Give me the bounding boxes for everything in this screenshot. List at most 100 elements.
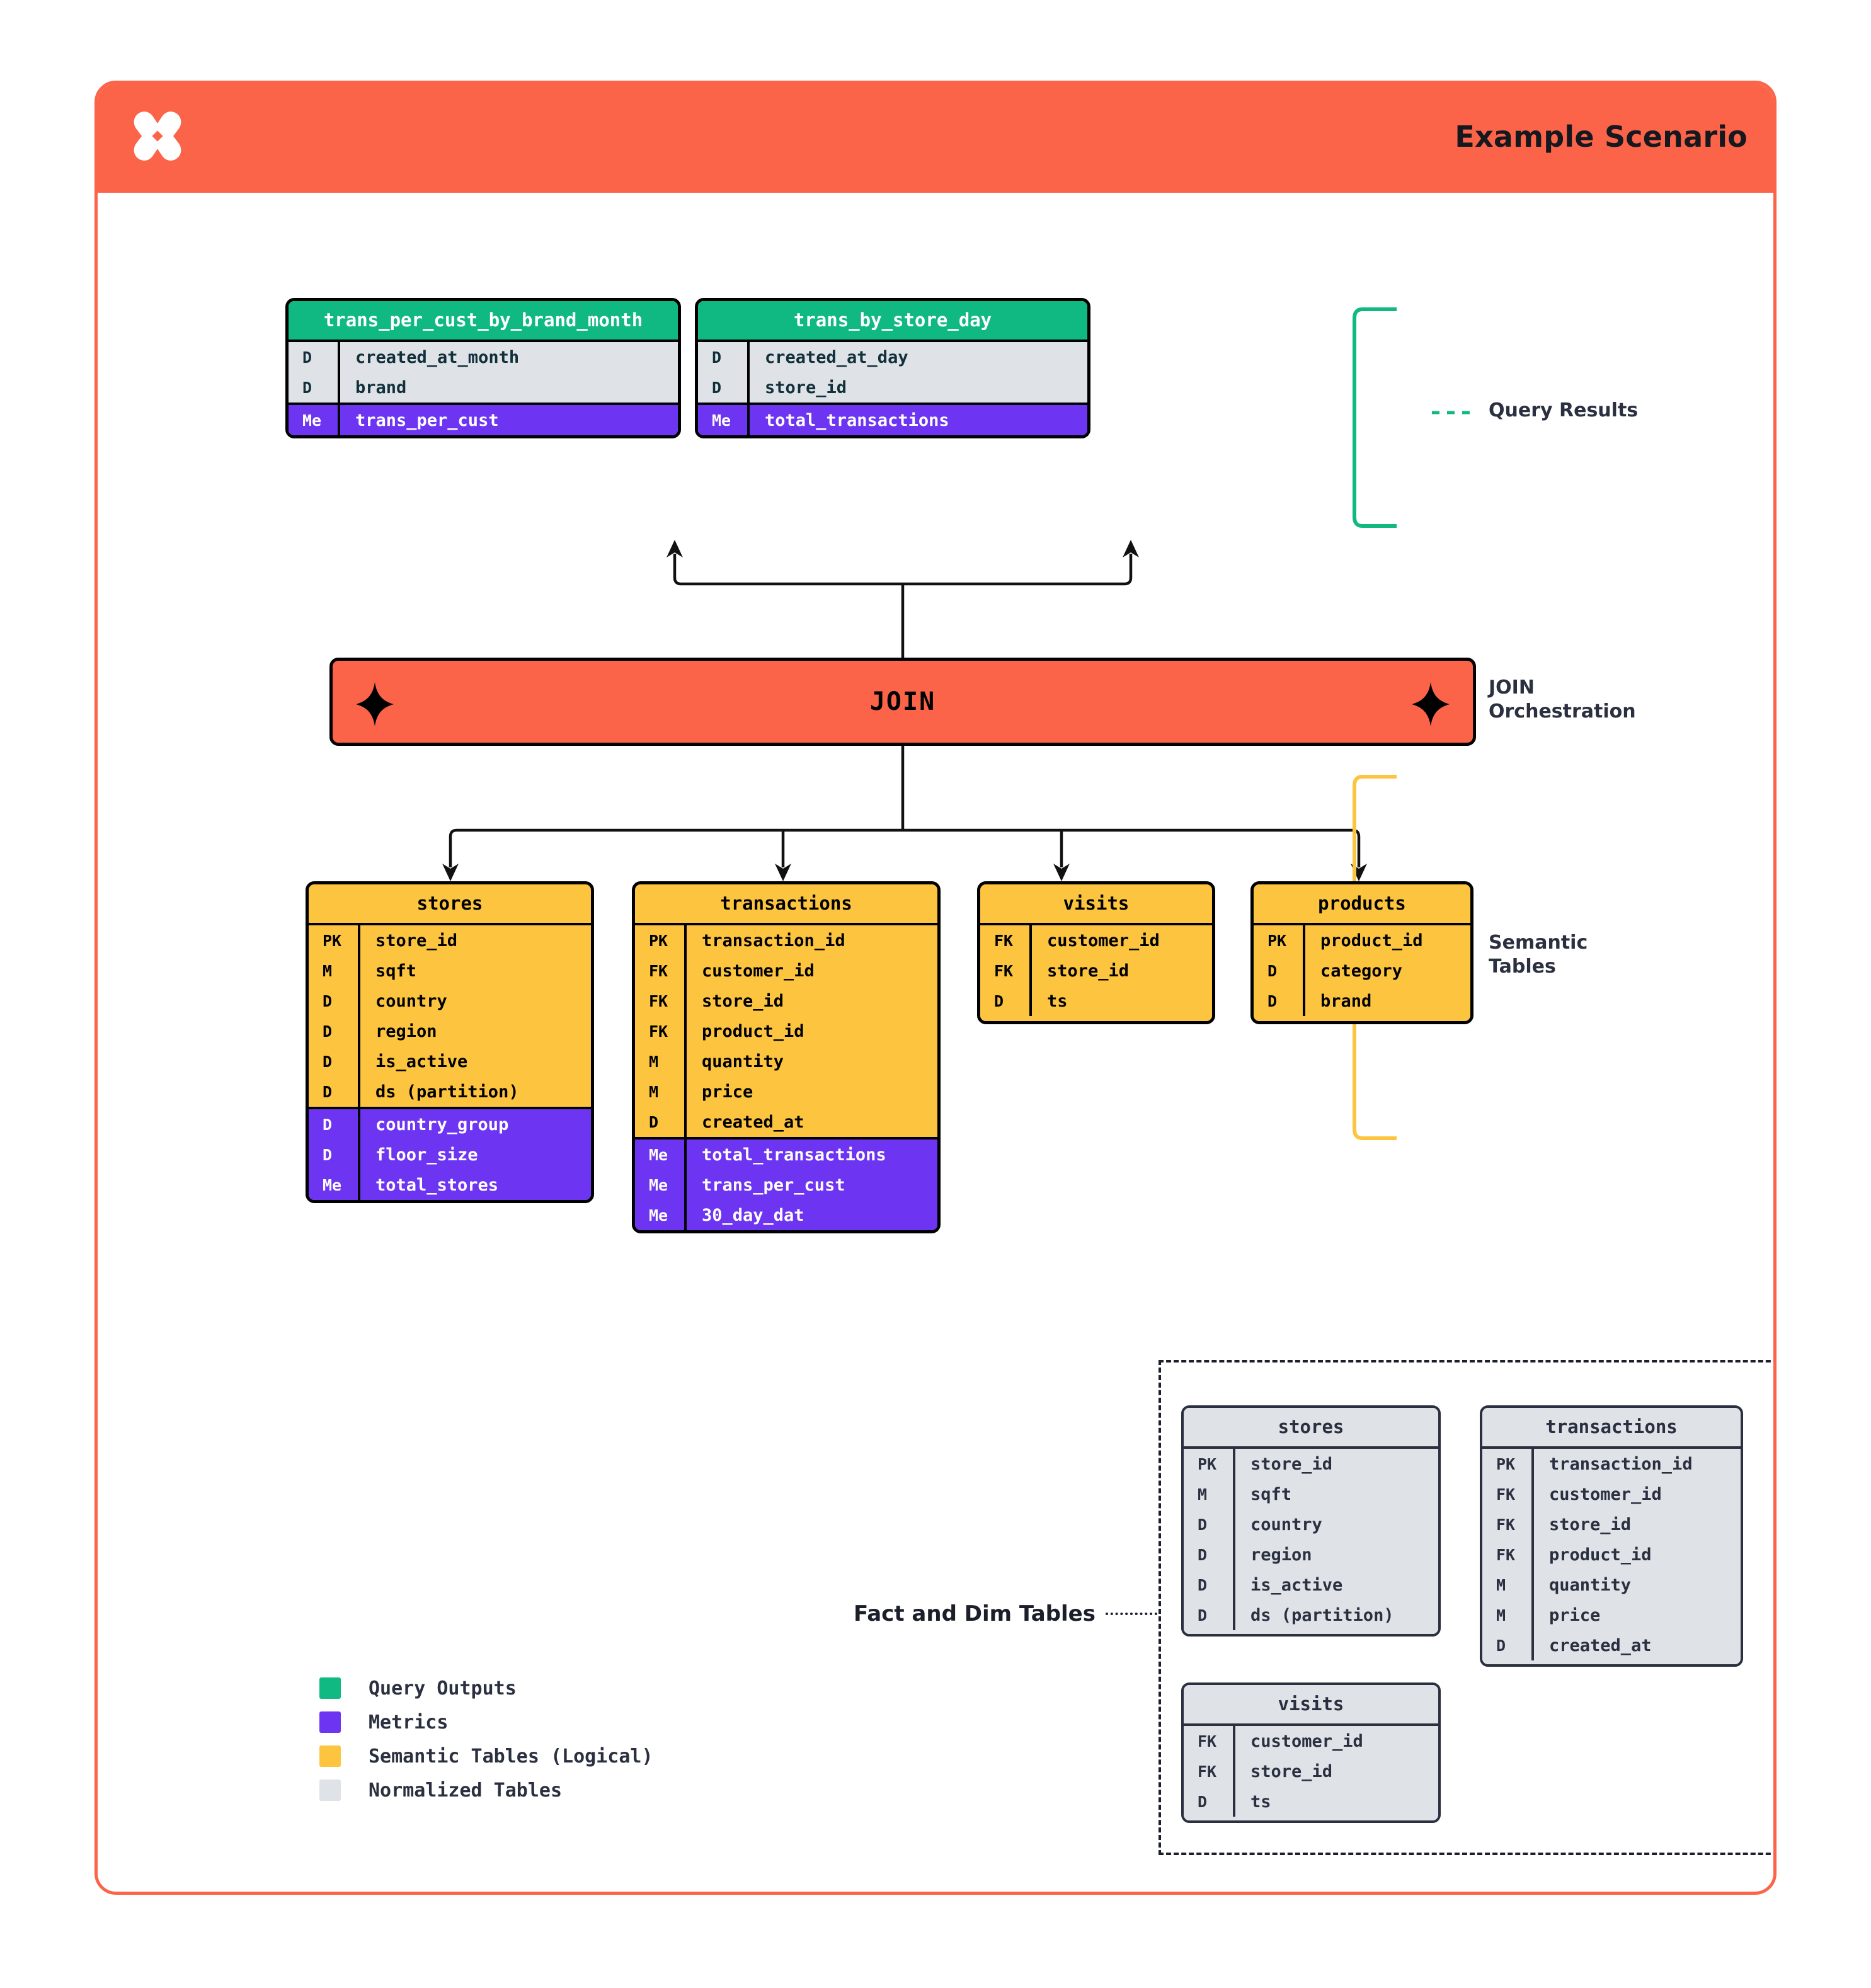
row-field: customer_id	[702, 961, 815, 981]
sparkle-icon	[356, 682, 394, 726]
annotation-label-line2: Orchestration	[1489, 700, 1636, 723]
row-field: price	[702, 1082, 753, 1102]
table-title: stores	[309, 884, 591, 925]
legend: Query Outputs Metrics Semantic Tables (L…	[319, 1671, 653, 1807]
annotation-label-line2: Tables	[1489, 956, 1556, 978]
row-key: M	[1482, 1600, 1534, 1630]
row-key: FK	[1482, 1509, 1534, 1540]
table-title: products	[1254, 884, 1470, 925]
row-key: D	[1184, 1786, 1235, 1817]
row-field: region	[375, 1021, 437, 1041]
sparkle-icon	[1412, 682, 1450, 726]
row-field: country	[375, 991, 447, 1011]
legend-label: Query Outputs	[369, 1677, 517, 1700]
page-title: Example Scenario	[1455, 120, 1748, 154]
legend-item: Query Outputs	[319, 1671, 653, 1705]
row-field: store_id	[765, 377, 847, 397]
row-field: quantity	[702, 1051, 784, 1071]
join-orchestration-bar[interactable]: JOIN	[329, 658, 1476, 746]
row-key: PK	[1254, 925, 1305, 956]
row-field: product_id	[1549, 1545, 1652, 1565]
row-field: store_id	[375, 930, 458, 951]
legend-item: Normalized Tables	[319, 1773, 653, 1807]
row-field: trans_per_cust	[702, 1175, 845, 1195]
row-field: sqft	[375, 961, 417, 981]
card-header: Example Scenario	[98, 84, 1773, 193]
table-row: D brand	[289, 372, 678, 403]
scenario-card: Example Scenario	[94, 81, 1777, 1895]
annotation-label: Query Results	[1489, 399, 1639, 421]
table-title: transactions	[635, 884, 937, 925]
row-key: M	[1482, 1570, 1534, 1600]
table-row: PK product_id	[1254, 925, 1470, 956]
query-result-table-0[interactable]: trans_per_cust_by_brand_month D created_…	[285, 298, 681, 438]
row-field: trans_per_cust	[355, 410, 499, 430]
row-field: category	[1320, 961, 1403, 981]
row-field: total_transactions	[702, 1145, 886, 1165]
annotation-join-orchestration: JOIN Orchestration	[1489, 676, 1636, 724]
row-field: product_id	[1320, 930, 1423, 951]
row-key: PK	[1184, 1449, 1235, 1479]
row-key: Me	[309, 1170, 360, 1200]
row-field: is_active	[375, 1051, 468, 1071]
row-key: Me	[635, 1140, 687, 1170]
row-field: transaction_id	[702, 930, 845, 951]
row-key: D	[1254, 986, 1305, 1016]
row-field: customer_id	[1549, 1484, 1662, 1504]
row-key: D	[309, 1140, 360, 1170]
row-key: FK	[1482, 1540, 1534, 1570]
table-title: visits	[1184, 1685, 1438, 1726]
row-key: D	[1184, 1600, 1235, 1630]
row-key: Me	[698, 405, 750, 435]
legend-label: Normalized Tables	[369, 1779, 563, 1802]
row-key: M	[309, 956, 360, 986]
row-key: Me	[289, 405, 340, 435]
row-key: M	[635, 1077, 687, 1107]
table-row: Me trans_per_cust	[635, 1170, 937, 1200]
row-key: FK	[1482, 1479, 1534, 1509]
row-field: customer_id	[1047, 930, 1160, 951]
row-field: 30_day_dat	[702, 1205, 804, 1225]
row-field: store_id	[1549, 1514, 1632, 1534]
row-field: transaction_id	[1549, 1454, 1693, 1474]
row-key: Me	[635, 1170, 687, 1200]
row-key: D	[635, 1107, 687, 1137]
row-key: D	[980, 986, 1032, 1016]
row-field: total_transactions	[765, 410, 949, 430]
query-result-table-1[interactable]: trans_by_store_day D created_at_day D st…	[695, 298, 1090, 438]
row-field: region	[1250, 1545, 1312, 1565]
legend-label: Metrics	[369, 1711, 449, 1734]
row-key: D	[309, 1109, 360, 1140]
